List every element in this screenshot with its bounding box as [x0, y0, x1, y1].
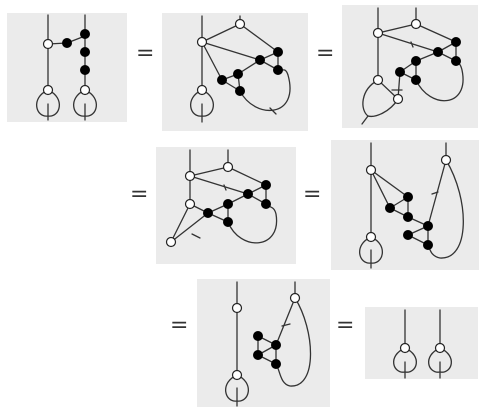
- panel-background: [197, 279, 330, 407]
- black-spider: [62, 38, 72, 48]
- black-spider: [261, 199, 271, 209]
- black-spider: [451, 56, 461, 66]
- black-spider: [403, 230, 413, 240]
- white-spider: [410, 18, 422, 30]
- black-spider: [403, 192, 413, 202]
- black-spider: [253, 350, 263, 360]
- panel-background: [365, 307, 478, 379]
- black-spider: [411, 75, 421, 85]
- white-spider: [434, 342, 446, 354]
- black-spider: [223, 217, 233, 227]
- black-spider: [233, 69, 243, 79]
- white-spider: [234, 18, 246, 30]
- black-spider: [411, 56, 421, 66]
- equals-sign: =: [170, 313, 188, 338]
- equals-sign: =: [130, 182, 148, 207]
- white-spider: [196, 36, 208, 48]
- black-spider: [223, 199, 233, 209]
- equals-sign: =: [336, 313, 354, 338]
- black-spider: [273, 47, 283, 57]
- black-spider: [261, 180, 271, 190]
- black-spider: [273, 65, 283, 75]
- black-spider: [271, 359, 281, 369]
- equals-sign: =: [316, 41, 334, 66]
- black-spider: [423, 240, 433, 250]
- panel-step-5: [331, 140, 479, 270]
- white-spider: [399, 342, 411, 354]
- black-spider: [80, 65, 90, 75]
- panel-background: [7, 13, 127, 122]
- black-spider: [271, 340, 281, 350]
- panel-step-6: [197, 279, 330, 407]
- white-spider: [196, 84, 208, 96]
- equals-sign: =: [136, 41, 154, 66]
- black-spider: [403, 212, 413, 222]
- panel-step-7: [365, 307, 478, 379]
- white-spider: [365, 231, 377, 243]
- black-spider: [243, 189, 253, 199]
- black-spider: [385, 203, 395, 213]
- black-spider: [451, 37, 461, 47]
- white-spider: [372, 74, 384, 86]
- white-spider: [184, 198, 196, 210]
- equals-sign: =: [303, 182, 321, 207]
- panel-step-4: [156, 147, 296, 264]
- white-spider: [42, 84, 54, 96]
- white-spider: [222, 161, 234, 173]
- black-spider: [395, 67, 405, 77]
- white-spider: [231, 369, 243, 381]
- white-spider: [184, 170, 196, 182]
- panel-step-2: [162, 13, 308, 131]
- black-spider: [433, 47, 443, 57]
- white-spider: [289, 292, 301, 304]
- panel-step-1: [7, 13, 127, 122]
- white-spider: [372, 27, 384, 39]
- white-spider: [392, 93, 404, 105]
- panel-background: [342, 5, 478, 128]
- black-spider: [255, 55, 265, 65]
- white-spider: [42, 38, 54, 50]
- white-spider: [365, 164, 377, 176]
- white-spider: [165, 236, 177, 248]
- white-spider: [231, 302, 243, 314]
- black-spider: [235, 86, 245, 96]
- white-spider: [440, 154, 452, 166]
- panel-step-3: [342, 5, 478, 128]
- panel-background: [331, 140, 479, 270]
- black-spider: [217, 75, 227, 85]
- black-spider: [80, 29, 90, 39]
- black-spider: [423, 221, 433, 231]
- white-spider: [79, 84, 91, 96]
- black-spider: [80, 47, 90, 57]
- black-spider: [203, 208, 213, 218]
- black-spider: [253, 331, 263, 341]
